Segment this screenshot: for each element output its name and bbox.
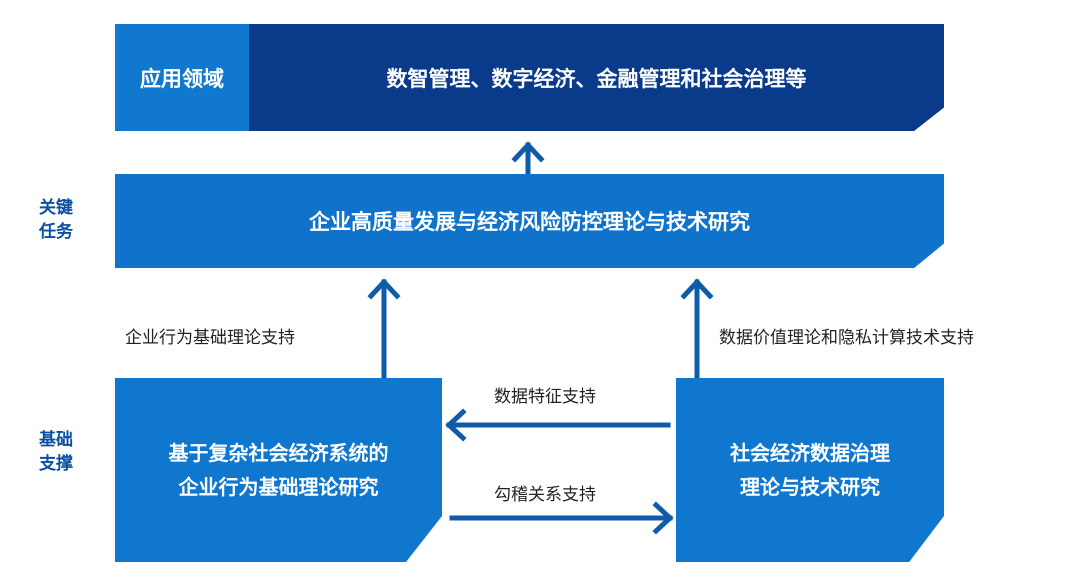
- key-tasks-side-label: 关键 任务: [39, 198, 73, 242]
- key-tasks-content: 企业高质量发展与经济风险防控理论与技术研究: [309, 210, 750, 234]
- arrow-key-to-application: [511, 141, 545, 177]
- foundation-left-box: 基于复杂社会经济系统的 企业行为基础理论研究: [115, 378, 442, 562]
- arrow-right-foundation-to-key: [680, 278, 714, 381]
- right-to-left-label: 数据特征支持: [494, 387, 596, 407]
- left-up-label: 企业行为基础理论支持: [125, 328, 295, 348]
- application-row: 应用领域 数智管理、数字经济、金融管理和社会治理等: [115, 24, 944, 131]
- foundation-right-box: 社会经济数据治理 理论与技术研究: [676, 378, 944, 562]
- arrow-left-foundation-to-key: [367, 278, 401, 381]
- right-up-label: 数据价值理论和隐私计算技术支持: [719, 328, 974, 348]
- key-tasks-box: 企业高质量发展与经济风险防控理论与技术研究: [115, 174, 944, 268]
- application-label-cell: 应用领域: [115, 24, 249, 131]
- arrow-right-to-left: [445, 408, 671, 442]
- arrow-left-to-right: [449, 501, 674, 535]
- application-content: 数智管理、数字经济、金融管理和社会治理等: [386, 66, 807, 91]
- foundation-side-label: 基础 支撑: [39, 430, 73, 474]
- left-to-right-label: 勾稽关系支持: [494, 485, 596, 505]
- application-content-cell: 数智管理、数字经济、金融管理和社会治理等: [249, 24, 944, 131]
- application-label: 应用领域: [140, 66, 224, 91]
